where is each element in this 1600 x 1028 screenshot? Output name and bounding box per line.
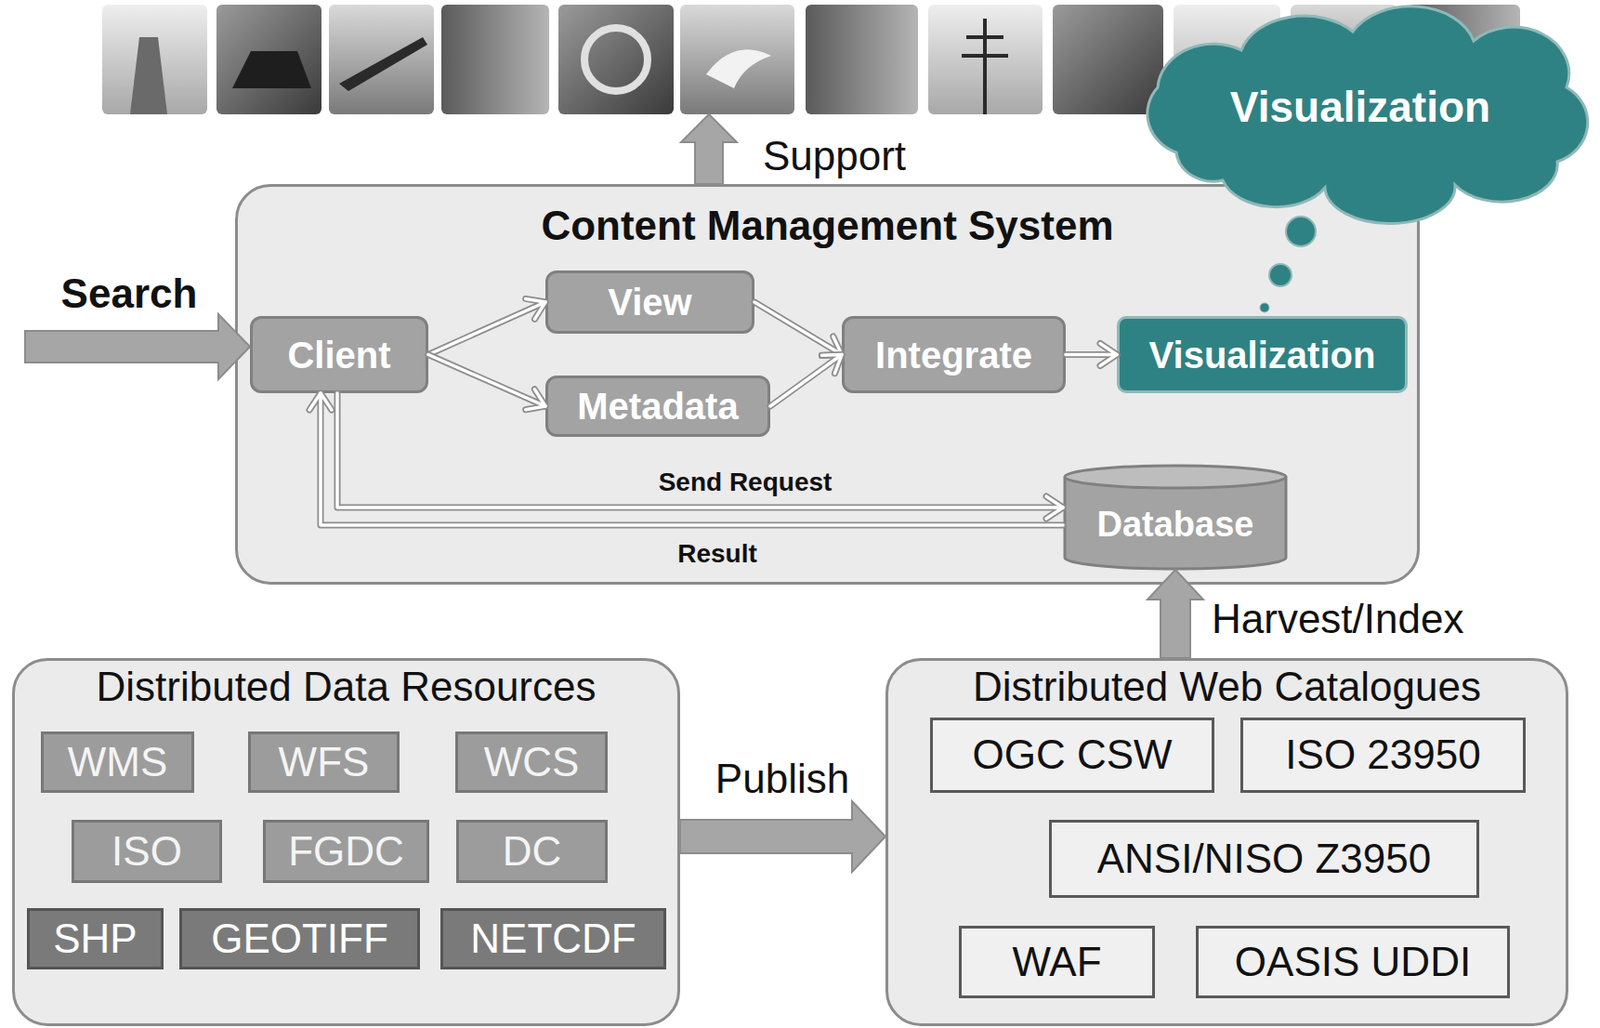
- process-box: View: [545, 270, 755, 334]
- service-box: WCS: [455, 731, 608, 793]
- photo-detail: [706, 49, 772, 89]
- box-label: WFS: [278, 739, 370, 785]
- photo-detail: [232, 51, 312, 89]
- photo: [928, 4, 1043, 115]
- standard-box: FGDC: [262, 819, 430, 883]
- photo: [441, 4, 550, 115]
- panel-heading: Distributed Web Catalogues: [888, 664, 1566, 709]
- photo-detail: [961, 18, 1009, 115]
- service-box: WMS: [40, 731, 195, 793]
- box-label: OASIS UDDI: [1234, 939, 1471, 984]
- catalogue-box: ANSI/NISO Z3950: [1049, 819, 1480, 898]
- box-label: OGC CSW: [971, 732, 1172, 777]
- box-label: Integrate: [875, 334, 1033, 376]
- box-label: NETCDF: [470, 916, 636, 961]
- photo: [558, 4, 674, 115]
- photo-detail: [130, 37, 168, 115]
- cloud-shape: Visualization: [1120, 13, 1600, 201]
- box-label: Metadata: [577, 385, 738, 427]
- box-label: GEOTIFF: [210, 916, 389, 961]
- photo: [805, 4, 919, 115]
- panel-heading: Distributed Data Resources: [14, 664, 678, 709]
- photo: [216, 4, 322, 115]
- panel-heading: Content Management System: [237, 203, 1417, 249]
- label-holder: Support: [762, 133, 906, 179]
- annotation-label: Support: [762, 133, 906, 179]
- thought-dot: [1269, 263, 1292, 287]
- box-label: WMS: [67, 739, 169, 785]
- standard-box: DC: [456, 819, 608, 883]
- box-label: Database: [1097, 505, 1255, 545]
- photo: [102, 4, 208, 115]
- support-arrow: [681, 114, 737, 184]
- catalogue-box: OASIS UDDI: [1195, 925, 1510, 998]
- database-cylinder: Database: [1062, 464, 1288, 570]
- label-holder: Harvest/Index: [1211, 596, 1464, 642]
- cylinder-body: [1064, 476, 1286, 569]
- search-arrow: [25, 314, 250, 380]
- label-holder: Search: [61, 271, 198, 316]
- thought-dot: [1259, 302, 1270, 313]
- edge-label: Result: [677, 539, 758, 569]
- process-box: Client: [249, 315, 429, 394]
- standard-box: ISO: [71, 819, 223, 883]
- catalogue-box: OGC CSW: [930, 717, 1215, 793]
- photo: [328, 4, 434, 115]
- label-holder: Send Request: [658, 468, 833, 498]
- thought-dot: [1285, 216, 1316, 247]
- photo: [680, 4, 795, 115]
- format-box: GEOTIFF: [179, 907, 420, 970]
- edge-label: Publish: [715, 756, 850, 801]
- label-holder: Publish: [715, 756, 850, 801]
- process-box: Visualization: [1116, 315, 1408, 394]
- photo: [1052, 4, 1164, 115]
- cylinder-top: [1064, 465, 1286, 488]
- connector-stroke: [1065, 353, 1117, 357]
- box-label: ISO 23950: [1285, 732, 1481, 777]
- process-box: Metadata: [545, 375, 771, 437]
- photo-detail: [339, 37, 428, 92]
- box-label: ISO: [111, 828, 183, 874]
- label-holder: Result: [677, 539, 758, 569]
- photo-detail: [584, 27, 648, 92]
- box-label: Visualization: [1149, 334, 1377, 376]
- box-label: WAF: [1011, 939, 1102, 984]
- box-label: ANSI/NISO Z3950: [1097, 836, 1431, 881]
- block-arrow-shape: [680, 800, 886, 872]
- catalogue-panel: Distributed Web CataloguesOGC CSW ISO 239…: [885, 657, 1569, 1026]
- box-label: Visualization: [1230, 83, 1491, 132]
- edge-label: Harvest/Index: [1211, 596, 1464, 642]
- box-label: DC: [502, 828, 563, 874]
- box-label: SHP: [52, 916, 137, 961]
- box-label: Client: [287, 334, 391, 376]
- format-box: NETCDF: [440, 907, 667, 970]
- annotation-label: Search: [61, 271, 198, 316]
- edge-label: Send Request: [658, 468, 833, 498]
- block-arrow: [680, 800, 886, 872]
- process-box: Integrate: [841, 315, 1066, 394]
- catalogue-box: WAF: [958, 925, 1155, 998]
- box-label: View: [607, 281, 692, 323]
- catalogue-box: ISO 23950: [1240, 717, 1526, 793]
- resource-panel: Distributed Data ResourcesWMS WFS WCS ISO FG…: [12, 657, 681, 1026]
- box-label: FGDC: [288, 828, 405, 874]
- service-box: WFS: [248, 731, 400, 793]
- box-label: WCS: [484, 739, 580, 785]
- format-box: SHP: [26, 907, 164, 970]
